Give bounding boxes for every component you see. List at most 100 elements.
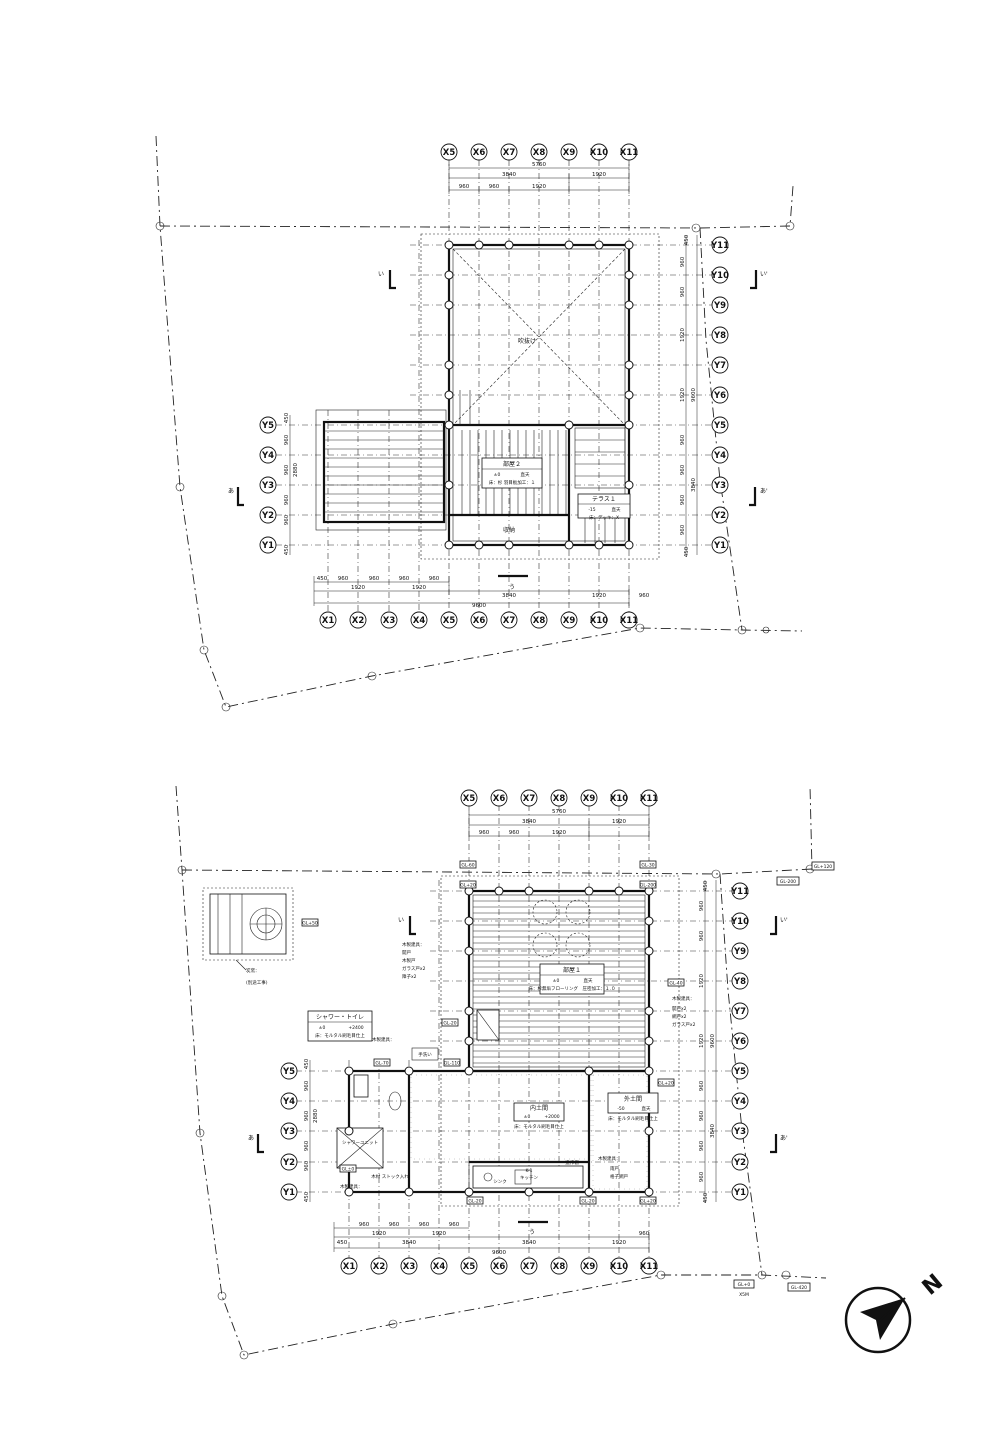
fitting-notes-lower: 木製建具： 開戸 木製戸 ガラス戸x2 障子x2 木製建具： 開戸x2 網戸x2… <box>340 941 696 1190</box>
room-label-room1: 部屋１ <box>563 966 581 974</box>
note-fitting-right: 木製建具： <box>672 995 695 1002</box>
axis-label-x: X11 <box>640 1262 658 1272</box>
lower-floor-plan: 炭窯： (別途工事) 部屋１ ±0 直天 床：杉無垢フローリング 圧密加工：１.… <box>175 785 835 1360</box>
axis-bubbles-lower: X5 X6 X7 X8 X9 X10 X11 X1 X2 X3 X4 X5 X6… <box>280 789 749 1275</box>
kiln-sub-label: (別途工事) <box>246 979 268 986</box>
gl-tag: GL-40 <box>669 981 682 987</box>
axis-label-y: Y1 <box>261 541 274 551</box>
gl-tag: GL±0 <box>342 1167 355 1173</box>
dim-lower-bottom-a: 450 <box>337 1240 348 1246</box>
section-mark: い <box>398 917 404 924</box>
section-mark: い' <box>780 917 788 924</box>
dim-lower-right: 960 <box>699 1171 705 1182</box>
dim-lower-right-total: 9600 <box>710 1034 716 1048</box>
axis-label-y: Y4 <box>261 451 274 461</box>
dim-upper-right: 960 <box>680 494 686 505</box>
axis-label-x: X5 <box>443 616 456 626</box>
uchidoma-ceiling: +2000 <box>544 1114 559 1120</box>
axis-label-x: X7 <box>503 616 516 626</box>
dim-lower-bottom-a: 960 <box>359 1222 370 1228</box>
columns-upper <box>444 240 634 550</box>
room-label-sotodoma: 外土間 <box>624 1095 642 1103</box>
axis-label-x: X9 <box>563 148 576 158</box>
axis-label-x: X7 <box>503 148 516 158</box>
gl-tag: GL+20 <box>460 883 476 889</box>
sotodoma-level: -50 <box>617 1106 624 1112</box>
dim-lower-right: 960 <box>699 1080 705 1091</box>
dim-upper-right: 450 <box>684 546 690 557</box>
axis-label-y: Y8 <box>713 331 726 341</box>
label-kitchen: キッチン <box>520 1175 538 1181</box>
dims-top-upper: 5760 3840 1920 960 960 1920 <box>448 162 630 194</box>
dim-upper-right: 960 <box>680 256 686 267</box>
dim-lower-left: 450 <box>304 1058 310 1069</box>
label-kitchen-tag: K-1 <box>526 1168 533 1174</box>
dim-lower-right-total: 3840 <box>710 1124 716 1138</box>
axis-label-x: X2 <box>352 616 365 626</box>
gl-tag: GL-20 <box>443 1021 456 1027</box>
boundary-tags-lower: GL+120 GL-200 GL+0 GL-420 X5M <box>733 861 835 1298</box>
dim-upper-right-total: 9600 <box>691 388 697 402</box>
room-labels-upper: 吹抜け 部屋２ ±0 直天 床：杉 羽目板加工：１ テラス１ -15 直天 床：… <box>481 337 631 534</box>
section-mark: い' <box>760 271 768 278</box>
dim-lower-bottom-b: 1920 <box>612 1240 626 1246</box>
axis-label-x: X5 <box>443 148 456 158</box>
dim-lower-left: 450 <box>304 1191 310 1202</box>
dim-upper-bottom-a: 960 <box>338 576 349 582</box>
room1-ceiling: 直天 <box>584 977 593 984</box>
dim-upper-left: 960 <box>284 434 290 445</box>
dim-upper-left: 960 <box>284 514 290 525</box>
dim-lower-bottom-b: 1920 <box>372 1231 386 1237</box>
boundary-gl-tag: GL-200 <box>780 879 796 885</box>
section-mark: う <box>529 1229 535 1236</box>
room2-ceiling: 直天 <box>521 471 530 478</box>
axis-label-y: Y9 <box>733 947 746 957</box>
boundary-gl-tag: GL+120 <box>814 864 832 870</box>
axis-label-y: Y3 <box>713 481 726 491</box>
gl-tags-lower: GL-60 GL-30 GL+20 GL-200 GL+50 GL-20 GL-… <box>301 860 685 1205</box>
dim-upper-top-part: 1920 <box>532 184 546 190</box>
axis-label-y: Y11 <box>710 241 729 251</box>
room1-floor-finish: 床：杉無垢フローリング 圧密加工：１.０ <box>529 985 616 992</box>
dims-left-lower: 450 960 960 960 960 450 2880 <box>304 1058 319 1202</box>
dims-bottom-lower: 450 960 960 960 960 1920 3840 1920 3840 … <box>333 1222 650 1256</box>
axis-label-x: X6 <box>473 616 486 626</box>
axis-label-x: X4 <box>433 1262 446 1272</box>
dim-upper-left: 960 <box>284 464 290 475</box>
dim-lower-bottom-overall: 9600 <box>492 1250 506 1256</box>
note-fitting-bottom-right: 雨戸 <box>610 1166 619 1172</box>
dim-upper-left-total: 2880 <box>293 463 299 477</box>
room-label-shunou: 収納 <box>503 526 515 534</box>
dim-lower-right: 1920 <box>699 974 705 988</box>
axis-label-y: Y6 <box>733 1037 746 1047</box>
axis-label-y: Y2 <box>282 1158 295 1168</box>
sotodoma-floor-finish: 床：モルタル刷毛目仕上 <box>608 1115 658 1122</box>
gl-tag: GL+20 <box>640 1199 656 1205</box>
dim-lower-left: 960 <box>304 1160 310 1171</box>
columns-lower <box>344 886 654 1197</box>
room-labels-lower: 部屋１ ±0 直天 床：杉無垢フローリング 圧密加工：１.０ シャワー・トイレ … <box>307 963 659 1185</box>
axis-label-x: X9 <box>583 794 596 804</box>
shower-level: ±0 <box>319 1025 326 1031</box>
upper-floor-plan: 吹抜け 部屋２ ±0 直天 床：杉 羽目板加工：１ テラス１ -15 直天 床：… <box>155 135 803 712</box>
building-lower <box>336 875 680 1207</box>
axis-label-x: X8 <box>533 616 546 626</box>
note-fitting-right: 網戸x2 <box>672 1013 687 1020</box>
dim-upper-left: 450 <box>284 412 290 423</box>
dim-lower-top-overall: 5760 <box>552 809 566 815</box>
uchidoma-level: ±0 <box>524 1114 531 1120</box>
axis-label-y: Y2 <box>713 511 726 521</box>
dim-upper-top-part: 960 <box>459 184 470 190</box>
note-fitting-right: ガラス戸x2 <box>672 1021 696 1028</box>
dim-upper-right: 960 <box>680 286 686 297</box>
axis-label-x: X5 <box>463 1262 476 1272</box>
axis-label-x: X8 <box>553 794 566 804</box>
room-label-terrace: テラス１ <box>592 496 616 503</box>
axis-label-y: Y3 <box>733 1127 746 1137</box>
note-fitting-bottom-right: 格子網戸 <box>610 1173 628 1180</box>
axis-label-x: X7 <box>523 1262 536 1272</box>
dim-lower-top-part: 960 <box>479 830 490 836</box>
room1-level: ±0 <box>553 978 560 984</box>
axis-label-y: Y4 <box>713 451 726 461</box>
axis-label-x: X1 <box>343 1262 356 1272</box>
